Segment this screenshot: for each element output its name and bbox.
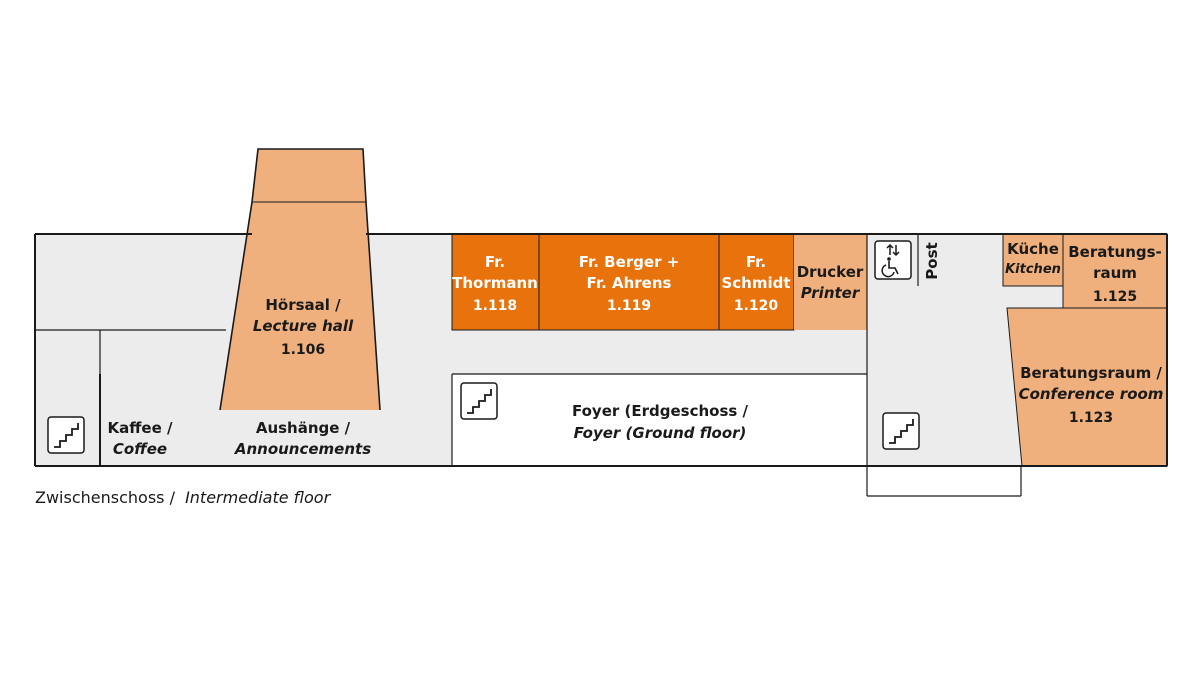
lecture-hall-wall — [219, 148, 381, 411]
consulting-number: 1.125 — [1093, 289, 1137, 305]
room-kitchen — [1002, 233, 1064, 287]
lecture-hall-room — [220, 202, 380, 410]
consulting-label: Beratungs- — [1068, 243, 1162, 261]
berger-ahrens-number: 1.119 — [607, 298, 651, 314]
schmidt-number: 1.120 — [734, 298, 779, 314]
schmidt-label-2: Schmidt — [721, 274, 790, 292]
conference-label-en: Conference room — [1019, 385, 1164, 403]
foyer-label-en: Foyer (Ground floor) — [574, 424, 747, 442]
stairs-icon — [460, 382, 498, 420]
berger-ahrens-label: Fr. Berger + — [579, 253, 680, 271]
post-label: Post — [923, 242, 941, 279]
coffee-label-en: Coffee — [113, 440, 167, 458]
conference-number: 1.123 — [1069, 410, 1113, 426]
foyer-label: Foyer (Erdgeschoss / — [572, 402, 749, 420]
stairs-icon — [47, 416, 85, 454]
berger-ahrens-label-2: Fr. Ahrens — [587, 274, 672, 292]
printer-label: Drucker — [797, 263, 864, 281]
thormann-label: Fr. — [485, 253, 505, 271]
floor-caption-en: Intermediate floor — [185, 488, 332, 507]
stairs-icon — [882, 412, 920, 450]
printer-label-en: Printer — [801, 284, 861, 302]
announcements-label: Aushänge / — [256, 419, 351, 437]
thormann-label-2: Thormann — [452, 274, 538, 292]
thormann-number: 1.118 — [473, 298, 517, 314]
lecture-hall-label: Hörsaal / — [265, 296, 341, 314]
room-printer — [794, 234, 867, 330]
wheelchair-icon — [881, 257, 899, 278]
conference-label: Beratungsraum / — [1020, 364, 1162, 382]
floor-caption: Zwischenschoss / Intermediate floor — [35, 488, 332, 507]
elevator-icon — [874, 240, 912, 280]
lecture-hall-room — [252, 149, 366, 202]
kitchen-label: Küche — [1007, 240, 1059, 258]
foyer-area — [452, 374, 867, 466]
announcements-label-en: Announcements — [234, 440, 371, 458]
lecture-hall-number: 1.106 — [281, 342, 325, 358]
consulting-label-2: raum — [1093, 264, 1137, 282]
coffee-label: Kaffee / — [108, 419, 173, 437]
kitchen-label-en: Kitchen — [1005, 262, 1061, 277]
lecture-hall-label-en: Lecture hall — [253, 317, 354, 335]
floor-caption-de: Zwischenschoss / — [35, 488, 176, 507]
corridor-middle — [452, 330, 867, 374]
schmidt-label: Fr. — [746, 253, 766, 271]
